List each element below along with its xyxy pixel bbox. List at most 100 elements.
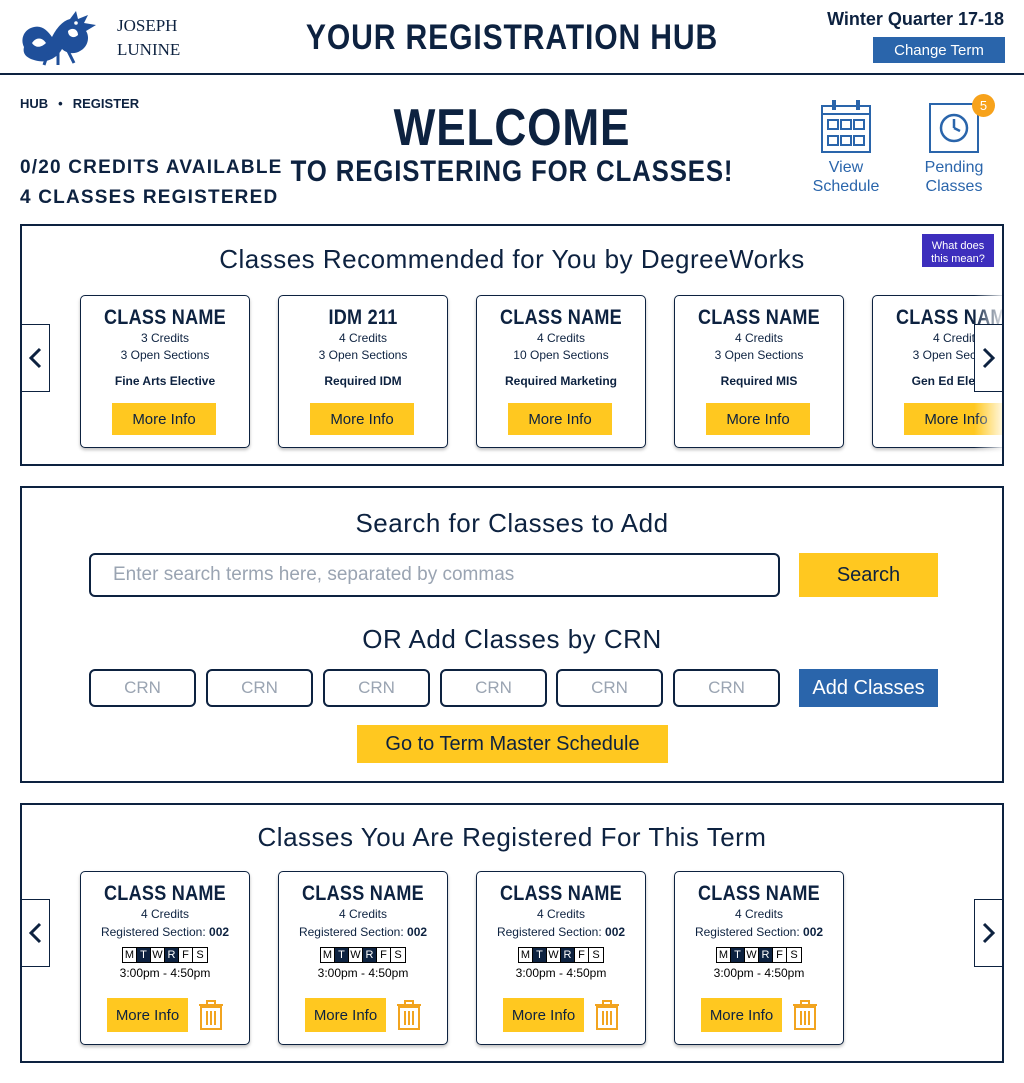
more-info-button[interactable]: More Info bbox=[701, 998, 782, 1032]
search-input[interactable] bbox=[89, 553, 780, 597]
day-s: S bbox=[589, 948, 603, 962]
more-info-button[interactable]: More Info bbox=[107, 998, 188, 1032]
meeting-time: 3:00pm - 4:50pm bbox=[119, 966, 211, 980]
add-classes-button[interactable]: Add Classes bbox=[799, 669, 938, 707]
welcome-title: WELCOME bbox=[393, 99, 631, 157]
pending-classes-button[interactable]: Pending Classes bbox=[914, 98, 994, 196]
class-open-sections: 3 Open Sections bbox=[120, 348, 210, 362]
classes-registered-count: 4 bbox=[20, 187, 32, 208]
page-title: YOUR REGISTRATION HUB bbox=[305, 18, 719, 57]
registered-section: Registered Section: 002 bbox=[81, 925, 249, 939]
help-label-2: this mean? bbox=[931, 252, 985, 265]
what-does-this-mean-button[interactable]: What does this mean? bbox=[922, 234, 994, 267]
breadcrumb-hub[interactable]: HUB bbox=[20, 96, 49, 111]
day-m: M bbox=[717, 948, 731, 962]
day-r: R bbox=[561, 948, 575, 962]
carousel-next-button[interactable] bbox=[974, 324, 1002, 392]
trash-icon[interactable] bbox=[198, 1000, 224, 1030]
class-open-sections: 3 Open Sections bbox=[714, 348, 804, 362]
crn-input-2[interactable] bbox=[206, 669, 313, 707]
registered-class-card: CLASS NAME 4 Credits Registered Section:… bbox=[80, 871, 250, 1045]
more-info-button[interactable]: More Info bbox=[503, 998, 584, 1032]
class-name: CLASS NAME bbox=[104, 882, 226, 905]
class-credits: 4 Credits bbox=[338, 331, 388, 345]
more-info-button[interactable]: More Info bbox=[508, 403, 612, 435]
carousel-prev-button[interactable] bbox=[22, 324, 50, 392]
current-term: Winter Quarter 17-18 bbox=[827, 9, 1004, 29]
crn-input-1[interactable] bbox=[89, 669, 196, 707]
credits-available-label: CREDITS AVAILABLE bbox=[68, 157, 283, 178]
credits-summary: 0/20 CREDITS AVAILABLE 4 CLASSES REGISTE… bbox=[20, 153, 283, 213]
crn-input-4[interactable] bbox=[440, 669, 547, 707]
pending-count-badge: 5 bbox=[972, 94, 995, 117]
class-credits: 4 Credits bbox=[338, 907, 388, 921]
registered-section-number: 002 bbox=[407, 925, 428, 939]
view-schedule-button[interactable]: View Schedule bbox=[806, 98, 886, 196]
registered-class-card: CLASS NAME 4 Credits Registered Section:… bbox=[278, 871, 448, 1045]
crn-input-5[interactable] bbox=[556, 669, 663, 707]
meeting-time: 3:00pm - 4:50pm bbox=[515, 966, 607, 980]
change-term-button[interactable]: Change Term bbox=[873, 37, 1005, 63]
class-open-sections: 3 Open Sections bbox=[318, 348, 408, 362]
more-info-button[interactable]: More Info bbox=[305, 998, 386, 1032]
day-r: R bbox=[759, 948, 773, 962]
classes-registered-label: CLASSES REGISTERED bbox=[38, 187, 279, 208]
registered-next-button[interactable] bbox=[974, 899, 1002, 967]
more-info-button[interactable]: More Info bbox=[310, 403, 414, 435]
day-w: W bbox=[745, 948, 759, 962]
day-m: M bbox=[519, 948, 533, 962]
class-name: IDM 211 bbox=[328, 306, 398, 329]
registered-classes-panel: Classes You Are Registered For This Term… bbox=[20, 803, 1004, 1063]
recommended-class-card: IDM 211 4 Credits 3 Open Sections Requir… bbox=[278, 295, 448, 448]
recommended-class-card: CLASS NAME 4 Credits 10 Open Sections Re… bbox=[476, 295, 646, 448]
crn-input-6[interactable] bbox=[673, 669, 780, 707]
credits-available: 0/20 CREDITS AVAILABLE bbox=[20, 153, 283, 183]
view-schedule-label-2: Schedule bbox=[812, 178, 880, 195]
class-credits: 4 Credits bbox=[140, 907, 190, 921]
day-s: S bbox=[787, 948, 801, 962]
registered-section-label: Registered Section: bbox=[496, 925, 602, 939]
registered-section-number: 002 bbox=[605, 925, 626, 939]
dragon-logo-icon[interactable] bbox=[18, 9, 100, 67]
trash-icon[interactable] bbox=[792, 1000, 818, 1030]
day-f: F bbox=[377, 948, 391, 962]
user-last-name: LUNINE bbox=[117, 40, 181, 59]
breadcrumb-register[interactable]: REGISTER bbox=[72, 96, 140, 111]
breadcrumb: HUB • REGISTER bbox=[20, 96, 139, 111]
user-name: JOSEPH LUNINE bbox=[117, 14, 180, 62]
class-credits: 4 Credits bbox=[734, 907, 784, 921]
registered-section: Registered Section: 002 bbox=[675, 925, 843, 939]
more-info-button[interactable]: More Info bbox=[706, 403, 810, 435]
class-name: CLASS NAME bbox=[500, 306, 622, 329]
day-f: F bbox=[575, 948, 589, 962]
term-master-schedule-button[interactable]: Go to Term Master Schedule bbox=[357, 725, 668, 763]
class-credits: 4 Credits bbox=[932, 331, 982, 345]
day-m: M bbox=[123, 948, 137, 962]
day-t: T bbox=[335, 948, 349, 962]
help-label-1: What does bbox=[931, 239, 985, 252]
day-s: S bbox=[391, 948, 405, 962]
day-f: F bbox=[179, 948, 193, 962]
crn-input-3[interactable] bbox=[323, 669, 430, 707]
class-credits: 3 Credits bbox=[140, 331, 190, 345]
class-name: CLASS NAME bbox=[500, 882, 622, 905]
day-w: W bbox=[349, 948, 363, 962]
day-f: F bbox=[773, 948, 787, 962]
class-requirement: Required MIS bbox=[720, 374, 798, 388]
registered-class-card: CLASS NAME 4 Credits Registered Section:… bbox=[476, 871, 646, 1045]
registered-prev-button[interactable] bbox=[22, 899, 50, 967]
class-credits: 4 Credits bbox=[536, 907, 586, 921]
trash-icon[interactable] bbox=[396, 1000, 422, 1030]
search-button[interactable]: Search bbox=[799, 553, 938, 597]
day-t: T bbox=[731, 948, 745, 962]
registered-title: Classes You Are Registered For This Term bbox=[257, 822, 767, 852]
class-name: CLASS NAME bbox=[698, 882, 820, 905]
day-w: W bbox=[151, 948, 165, 962]
trash-icon[interactable] bbox=[594, 1000, 620, 1030]
more-info-button[interactable]: More Info bbox=[112, 403, 216, 435]
class-requirement: Required Marketing bbox=[504, 374, 618, 388]
